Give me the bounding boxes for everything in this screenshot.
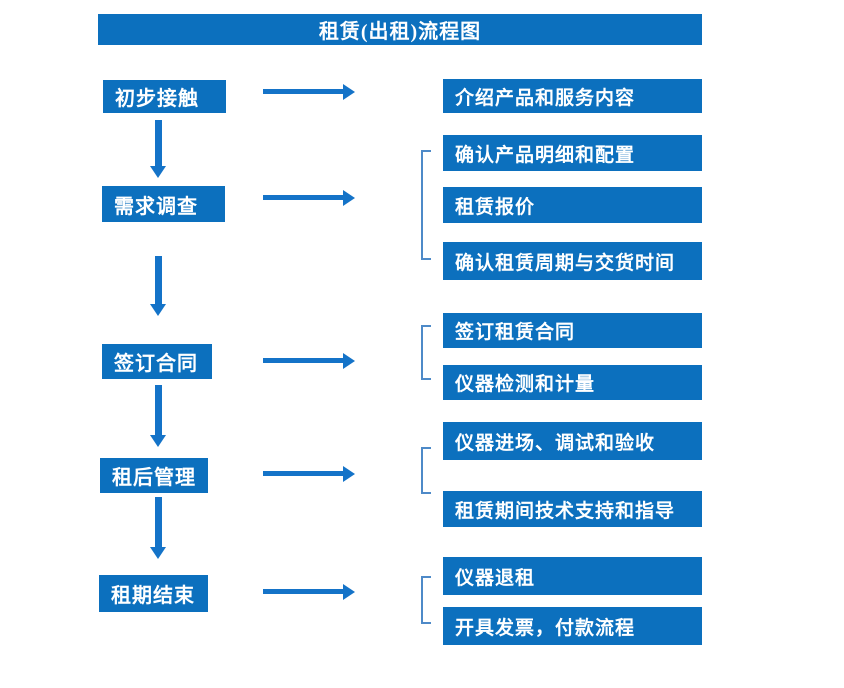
step-box-post-rental-management: 租后管理 bbox=[100, 458, 208, 493]
arrow-shaft bbox=[155, 497, 162, 548]
arrow-head bbox=[150, 435, 166, 447]
arrow-shaft bbox=[155, 120, 162, 167]
arrow-right-icon bbox=[263, 353, 355, 369]
detail-box: 仪器进场、调试和验收 bbox=[443, 422, 702, 460]
arrow-shaft bbox=[263, 89, 344, 94]
arrow-shaft bbox=[263, 195, 344, 200]
detail-box: 开具发票，付款流程 bbox=[443, 607, 702, 645]
arrow-shaft bbox=[155, 256, 162, 305]
detail-box: 确认租赁周期与交货时间 bbox=[443, 242, 702, 280]
arrow-head bbox=[343, 353, 355, 369]
arrow-head bbox=[150, 304, 166, 316]
arrow-down-icon bbox=[150, 497, 167, 559]
arrow-shaft bbox=[263, 471, 344, 476]
step-box-rental-end: 租期结束 bbox=[99, 575, 208, 612]
detail-box: 租赁期间技术支持和指导 bbox=[443, 491, 702, 527]
group-bracket bbox=[421, 447, 431, 494]
arrow-shaft bbox=[263, 358, 344, 363]
arrow-head bbox=[343, 584, 355, 600]
arrow-shaft bbox=[155, 385, 162, 436]
detail-box: 仪器检测和计量 bbox=[443, 365, 702, 400]
group-bracket bbox=[421, 576, 431, 624]
detail-box: 仪器退租 bbox=[443, 557, 702, 595]
step-box-initial-contact: 初步接触 bbox=[103, 80, 226, 113]
arrow-down-icon bbox=[150, 120, 167, 178]
detail-box: 签订租赁合同 bbox=[443, 313, 702, 348]
arrow-right-icon bbox=[263, 84, 355, 100]
arrow-head bbox=[150, 166, 166, 178]
arrow-head bbox=[343, 466, 355, 482]
arrow-head bbox=[343, 190, 355, 206]
arrow-down-icon bbox=[150, 385, 167, 447]
arrow-right-icon bbox=[263, 584, 355, 600]
group-bracket bbox=[421, 325, 431, 380]
arrow-shaft bbox=[263, 589, 344, 594]
arrow-head bbox=[150, 547, 166, 559]
arrow-right-icon bbox=[263, 190, 355, 206]
arrow-head bbox=[343, 84, 355, 100]
step-box-demand-survey: 需求调查 bbox=[102, 186, 225, 222]
group-bracket bbox=[421, 150, 431, 260]
detail-box: 确认产品明细和配置 bbox=[443, 135, 702, 171]
arrow-right-icon bbox=[263, 466, 355, 482]
step-box-sign-contract: 签订合同 bbox=[102, 344, 212, 379]
arrow-down-icon bbox=[150, 256, 167, 316]
detail-box: 租赁报价 bbox=[443, 187, 702, 223]
flowchart-title: 租赁(出租)流程图 bbox=[98, 14, 702, 45]
detail-box: 介绍产品和服务内容 bbox=[443, 79, 702, 113]
